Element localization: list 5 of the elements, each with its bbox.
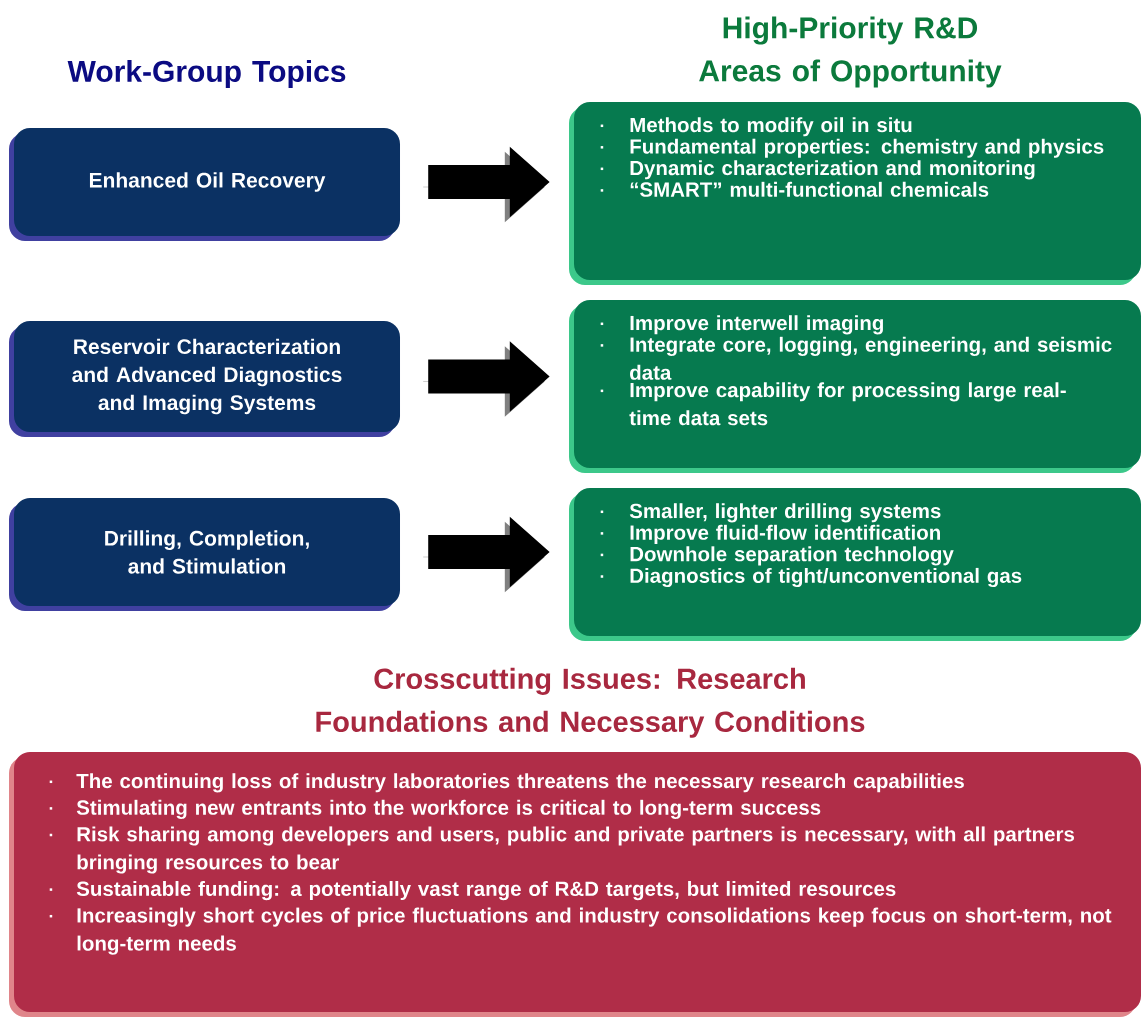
section-heading: Crosscutting Issues: Research Foundations and Necessary Conditions — [316, 667, 865, 738]
topic-box: Enhanced Oil Recovery — [9, 128, 400, 241]
topic-box: Drilling, Completion, and Stimulation — [9, 498, 400, 611]
column-heading: Work-Group Topics — [67, 60, 346, 88]
topic-box: Reservoir Characterization and Advanced Diagnostics and Imaging Systems — [9, 321, 400, 437]
